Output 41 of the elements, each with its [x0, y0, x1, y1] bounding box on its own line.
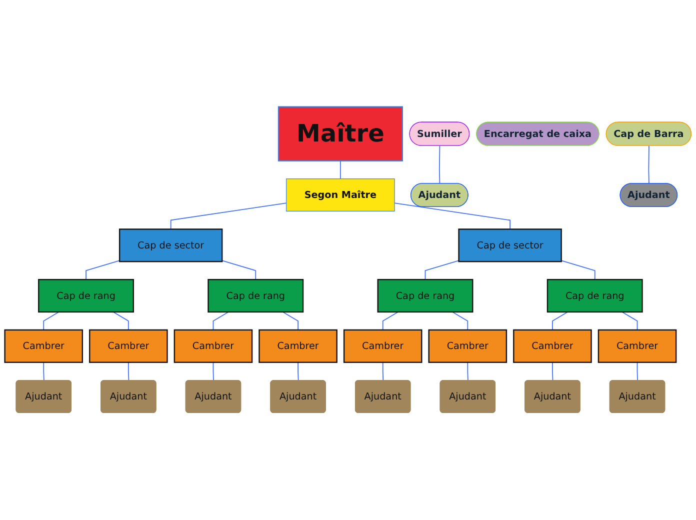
- node-box: Cap de rang: [377, 279, 474, 313]
- connector: [636, 362, 638, 382]
- connector: [86, 260, 120, 280]
- connector: [552, 312, 568, 331]
- node-box: Cambrer: [4, 330, 84, 364]
- connector: [424, 260, 460, 280]
- connector: [394, 202, 510, 230]
- node-box: Cap de rang: [546, 279, 643, 313]
- connector: [382, 362, 384, 382]
- node-box: Cambrer: [598, 330, 677, 364]
- node-box: Segon Maître: [286, 178, 395, 212]
- connector: [552, 362, 554, 382]
- connector: [467, 362, 468, 382]
- node-box: Maître: [278, 106, 403, 162]
- connector: [622, 312, 638, 331]
- node-box: Cambrer: [513, 330, 592, 364]
- connector: [212, 312, 229, 331]
- node-box: Cambrer: [174, 330, 253, 364]
- connector: [128, 362, 130, 382]
- connector: [298, 362, 299, 382]
- node-box: Cambrer: [89, 330, 168, 364]
- connector: [282, 312, 298, 331]
- connector: [222, 260, 256, 280]
- connector: [648, 146, 650, 184]
- connector: [170, 202, 287, 230]
- connector: [438, 146, 440, 184]
- connector: [340, 160, 341, 180]
- connector: [212, 362, 214, 382]
- connector: [452, 312, 468, 331]
- node-box: Cap de sector: [458, 228, 562, 262]
- node-box: Cambrer: [343, 330, 422, 364]
- connector: [382, 312, 398, 331]
- node-box: Cambrer: [428, 330, 508, 364]
- node-box: Cap de rang: [208, 279, 304, 313]
- connector: [43, 312, 60, 331]
- connector: [43, 362, 44, 382]
- node-box: Cap de sector: [118, 228, 223, 262]
- node-box: Cambrer: [258, 330, 338, 364]
- node-box: Cap de rang: [38, 279, 134, 313]
- connector: [112, 312, 129, 331]
- connector: [560, 260, 596, 280]
